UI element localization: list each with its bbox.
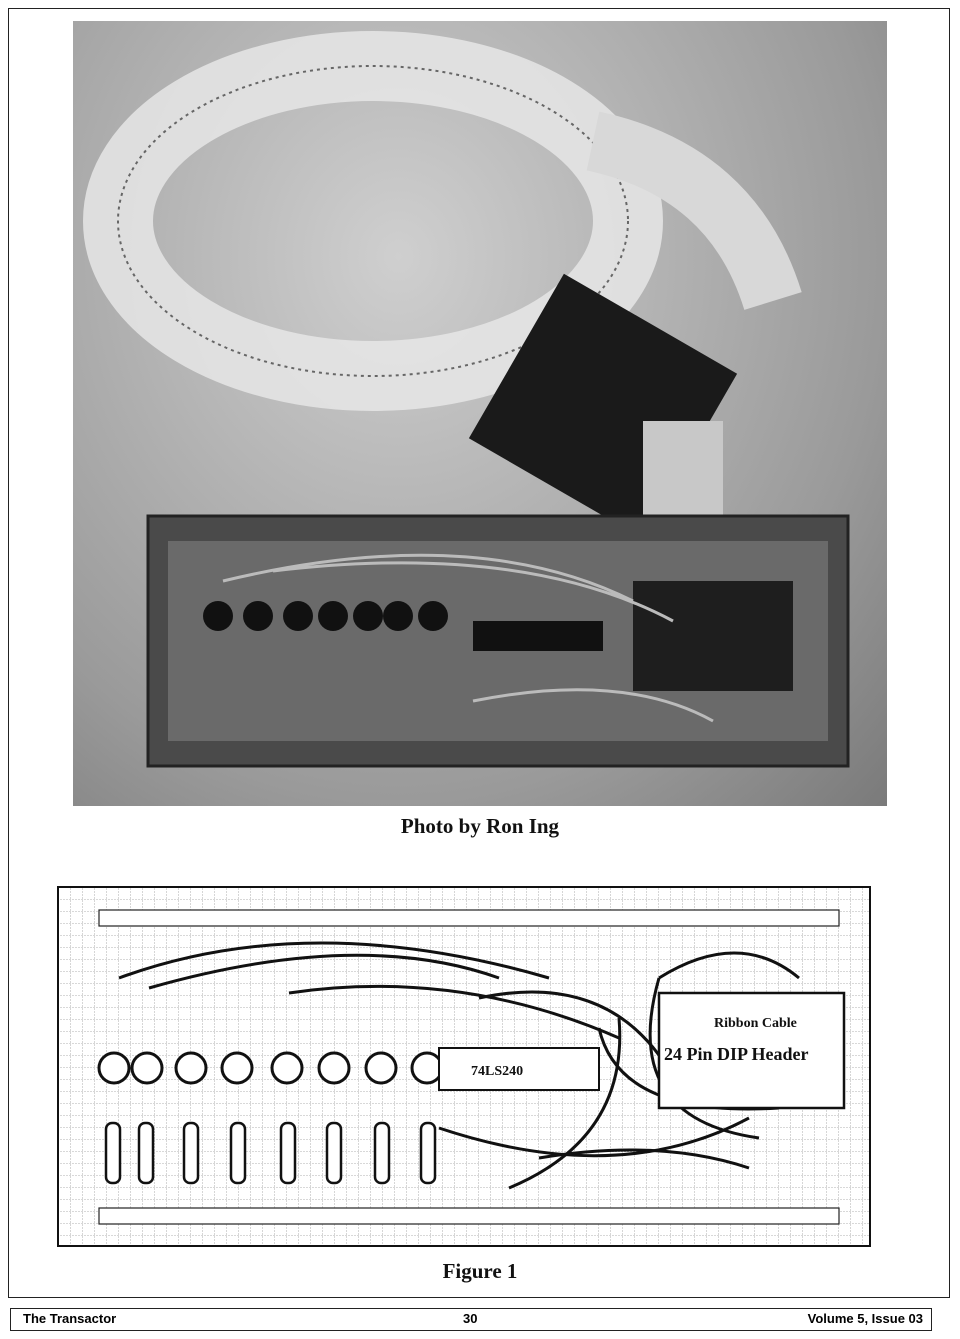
page-border <box>8 8 950 1298</box>
ribbon-cable-label: Ribbon Cable <box>714 1016 797 1031</box>
figure-caption: Figure 1 <box>442 1259 518 1283</box>
ic-label: 74LS240 <box>471 1064 523 1079</box>
page-footer: The Transactor 30 Volume 5, Issue 03 <box>10 1308 932 1331</box>
figure-1-wiring-diagram: 74LS240 Ribbon Cable 24 Pin DIP Header <box>57 886 871 1247</box>
footer-publication: The Transactor <box>23 1311 117 1326</box>
dip-header-label: 24 Pin DIP Header <box>664 1044 809 1064</box>
footer-issue: Volume 5, Issue 03 <box>807 1311 923 1326</box>
photo-caption: Photo by Ron Ing <box>400 814 560 838</box>
photo-ribbon-cable-breadboard <box>73 21 887 806</box>
footer-page-number: 30 <box>463 1311 478 1326</box>
